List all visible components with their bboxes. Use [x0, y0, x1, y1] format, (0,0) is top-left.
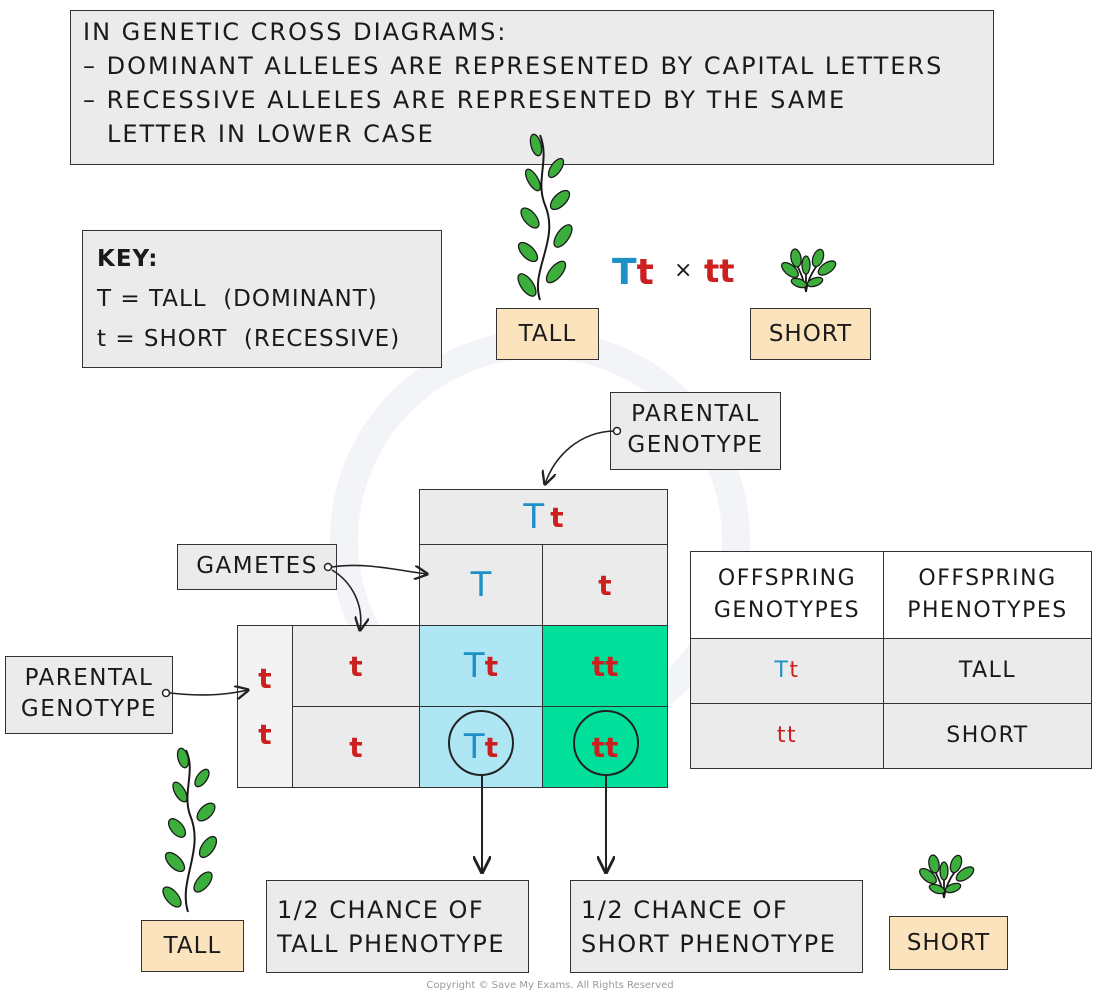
genotype-cell: tt [690, 703, 884, 769]
allele-recessive: t [258, 661, 272, 695]
header-line: OFFSPRING [717, 566, 857, 591]
callout-dot [612, 426, 622, 436]
short-plant-icon [919, 854, 975, 899]
allele-recessive: t [550, 500, 564, 534]
result-tall-box: 1/2 CHANCE OF TALL PHENOTYPE [266, 880, 529, 973]
allele-dominant: T [463, 727, 485, 767]
allele-recessive: tt [591, 730, 619, 764]
callout-dot [323, 562, 333, 572]
callout-gametes: GAMETES [177, 544, 337, 590]
tall-plant-icon [162, 747, 218, 913]
header-line: OFFSPRING [918, 566, 1057, 591]
key-box: KEY: T = TALL (DOMINANT) t = SHORT (RECE… [82, 230, 442, 368]
phenotype-cell: SHORT [883, 703, 1092, 769]
callout-parental-genotype-top: PARENTAL GENOTYPE [610, 392, 781, 470]
intro-line: – RECESSIVE ALLELES ARE REPRESENTED BY T… [83, 86, 847, 114]
copyright: Copyright © Save My Exams. All Rights Re… [426, 980, 674, 991]
header-line: GENOTYPES [713, 598, 861, 623]
result-short-box: 1/2 CHANCE OF SHORT PHENOTYPE [570, 880, 863, 973]
cross-times: × [674, 258, 693, 283]
allele-dominant: T [463, 646, 485, 686]
table-header-row: OFFSPRING GENOTYPES OFFSPRING PHENOTYPES [690, 551, 1092, 639]
allele-recessive: tt [591, 649, 619, 683]
result-line: 1/2 CHANCE OF [581, 896, 789, 924]
arrow-parental-left [169, 690, 248, 695]
result-line: SHORT PHENOTYPE [581, 930, 837, 958]
header-phenotypes: OFFSPRING PHENOTYPES [883, 551, 1092, 639]
intro-line: – DOMINANT ALLELES ARE REPRESENTED BY CA… [83, 52, 944, 80]
arrow-gametes-left [331, 569, 361, 630]
phenotype-cell: TALL [883, 638, 1092, 704]
intro-line: LETTER IN LOWER CASE [107, 120, 435, 148]
allele-dominant: T [523, 497, 545, 537]
punnett-left-gamete-1: t [292, 625, 420, 707]
allele-dominant: T [612, 252, 637, 293]
arrow-gametes-top [331, 564, 427, 574]
punnett-cell-short: tt [542, 625, 668, 707]
callout-line: PARENTAL [24, 665, 154, 691]
allele-dominant: T [774, 658, 790, 683]
allele-recessive: t [484, 730, 499, 764]
offspring-table: OFFSPRING GENOTYPES OFFSPRING PHENOTYPES… [690, 551, 1092, 769]
callout-parental-genotype-left: PARENTAL GENOTYPE [5, 656, 173, 734]
tall-plant-icon [517, 133, 573, 301]
allele-recessive: t [484, 649, 499, 683]
result-line: 1/2 CHANCE OF [277, 896, 485, 924]
callout-dot [161, 688, 171, 698]
callout-line: PARENTAL [631, 401, 760, 427]
key-title: KEY: [97, 246, 159, 272]
callout-line: GENOTYPE [627, 432, 764, 458]
cross-parent1: Tt [612, 252, 654, 293]
result-line: TALL PHENOTYPE [277, 930, 506, 958]
genotype-cell: Tt [690, 638, 884, 704]
punnett-left-parent: t t [237, 625, 293, 788]
allele-recessive: tt [776, 723, 798, 748]
short-plant-icon [781, 248, 837, 293]
callout-line: GAMETES [196, 553, 318, 579]
header-line: PHENOTYPES [907, 598, 1068, 623]
allele-recessive: t [789, 658, 800, 683]
highlight-circle-short [573, 710, 639, 776]
table-row: tt SHORT [690, 703, 1092, 769]
highlight-circle-tall [448, 710, 514, 776]
short-label-bottom: SHORT [889, 916, 1008, 970]
tall-label: TALL [496, 308, 599, 360]
punnett-top-gamete-1: T [419, 544, 543, 626]
callout-line: GENOTYPE [20, 696, 158, 722]
key-row-short: t = SHORT (RECESSIVE) [97, 326, 401, 352]
short-label: SHORT [750, 308, 871, 360]
cross-parent2: tt [704, 252, 735, 290]
punnett-left-gamete-2: t [292, 706, 420, 788]
tall-label-bottom: TALL [141, 920, 244, 972]
arrow-parental-top [545, 430, 615, 484]
intro-line: IN GENETIC CROSS DIAGRAMS: [83, 18, 508, 46]
allele-recessive: t [258, 717, 272, 751]
table-row: Tt TALL [690, 638, 1092, 704]
key-row-tall: T = TALL (DOMINANT) [97, 286, 378, 312]
punnett-top-gamete-2: t [542, 544, 668, 626]
allele-recessive: t [636, 252, 654, 293]
